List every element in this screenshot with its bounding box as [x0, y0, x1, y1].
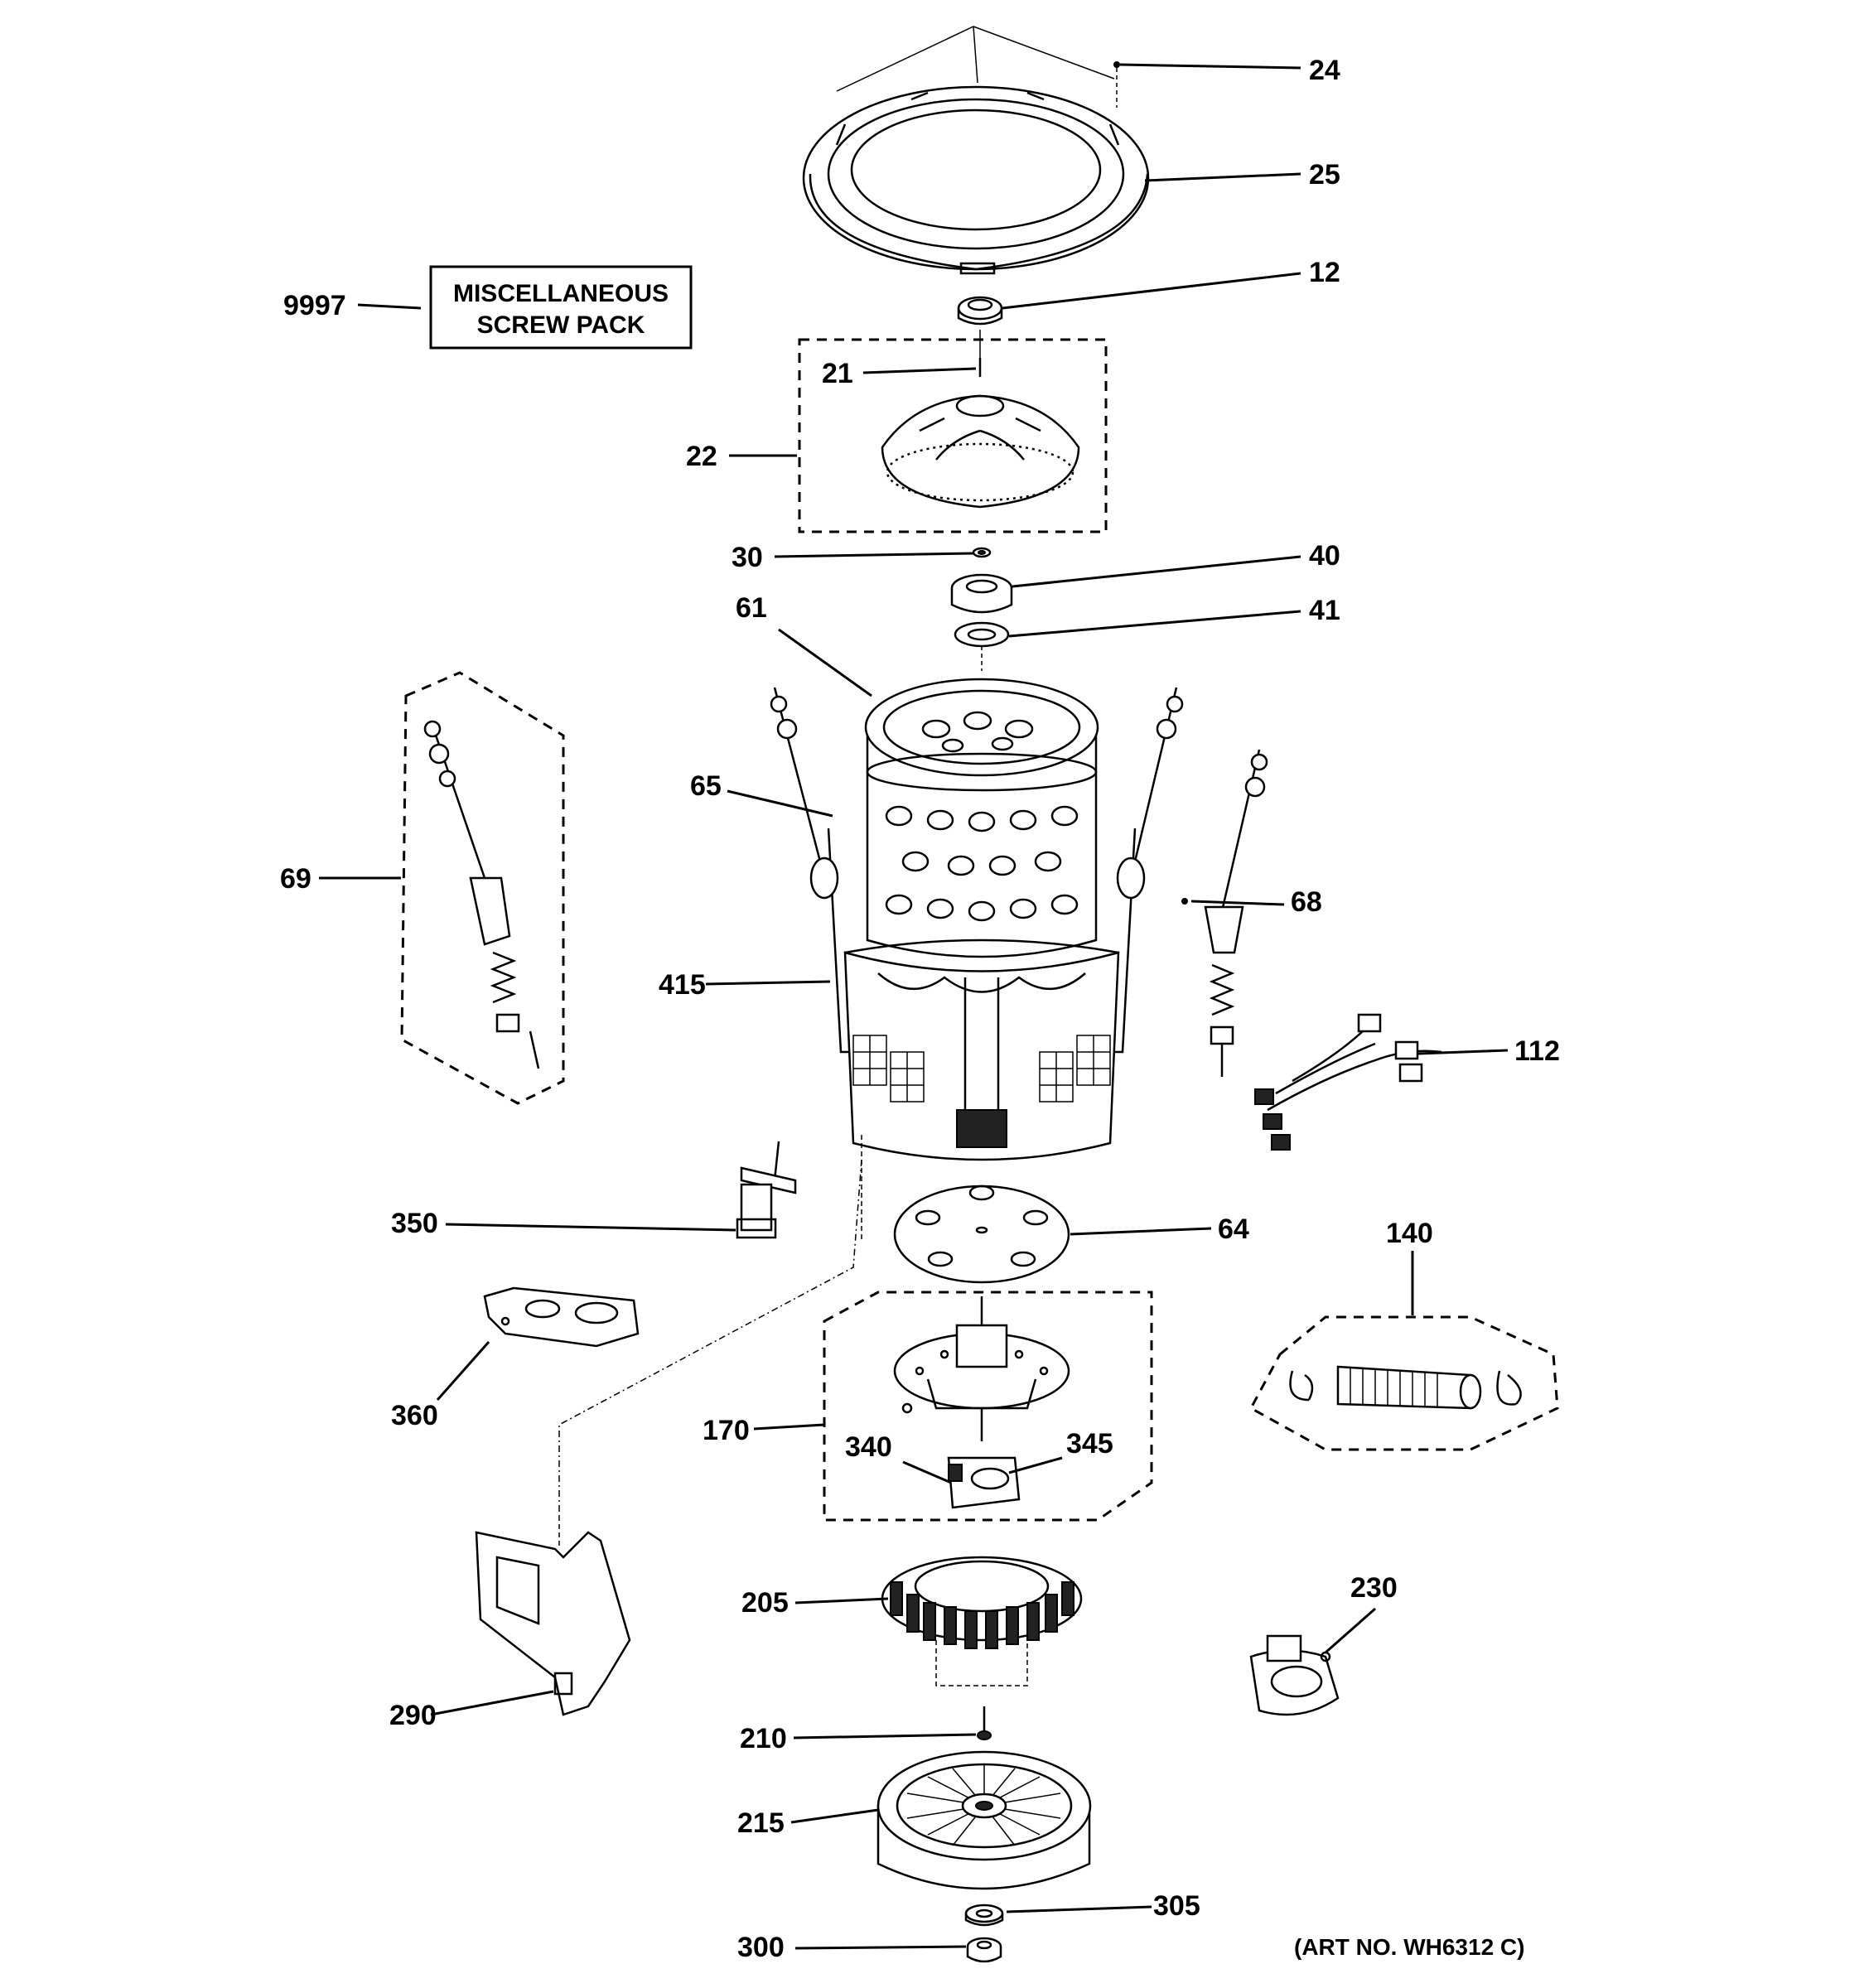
bracket-360-part: [483, 1286, 640, 1348]
wire-harness-112-part: [1254, 1013, 1442, 1151]
hose-kit-140: [1248, 1315, 1559, 1451]
label-65: 65: [690, 770, 722, 802]
label-61: 61: [736, 592, 767, 624]
bolt-210-part: [977, 1706, 992, 1740]
label-40: 40: [1309, 540, 1340, 572]
label-215: 215: [737, 1807, 785, 1839]
art-number: (ART NO. WH6312 C): [1294, 1934, 1524, 1960]
label-9997: 9997: [283, 290, 346, 321]
label-21: 21: [822, 358, 853, 389]
label-340: 340: [845, 1431, 892, 1463]
label-170: 170: [703, 1415, 750, 1446]
part-labels: 24 25 12 9997 21 22 30 40 41 61 65 68 69…: [280, 55, 1560, 1963]
label-64: 64: [1218, 1214, 1249, 1245]
label-230: 230: [1350, 1572, 1398, 1604]
rotor-215-part: [876, 1750, 1092, 1890]
label-68: 68: [1291, 886, 1322, 918]
outer-tub-415-part: [827, 828, 1137, 1161]
pump-230-part: [1249, 1634, 1340, 1716]
nut-300-part: [966, 1937, 1002, 1963]
suspension-rod-kit-69: [400, 671, 565, 1105]
tub-cover-part: [802, 26, 1150, 275]
label-25: 25: [1309, 159, 1340, 191]
label-112: 112: [1514, 1035, 1560, 1067]
pulsator-assembly-22: [798, 330, 1108, 533]
wash-basket-61-part: [864, 678, 1099, 958]
suspension-rod-right-part: [1204, 749, 1268, 1077]
screw-24-part: [1113, 61, 1120, 108]
label-41: 41: [1309, 595, 1340, 626]
misc-screw-pack-box: MISCELLANEOUS SCREW PACK: [429, 265, 693, 350]
label-290: 290: [389, 1700, 437, 1731]
nut-40-part: [950, 573, 1013, 614]
label-345: 345: [1066, 1428, 1113, 1460]
label-69: 69: [280, 863, 311, 895]
label-24: 24: [1309, 55, 1340, 86]
drive-assembly-170: [823, 1291, 1153, 1522]
base-plate-64-part: [861, 1135, 1070, 1284]
misc-box-line2: SCREW PACK: [477, 311, 645, 339]
label-30: 30: [732, 542, 763, 573]
label-360: 360: [391, 1400, 438, 1431]
suspension-rod-65-part: [770, 687, 839, 900]
label-300: 300: [737, 1932, 785, 1963]
label-205: 205: [741, 1587, 789, 1619]
bracket-290-part: [475, 1516, 631, 1716]
label-12: 12: [1309, 257, 1340, 288]
leader-lines: [319, 63, 1509, 1950]
washer-305-part: [964, 1904, 1004, 1927]
label-210: 210: [740, 1723, 787, 1754]
cap-12-part: [957, 296, 1003, 326]
label-140: 140: [1386, 1218, 1433, 1249]
hall-sensor-340-part: [947, 1456, 1021, 1509]
label-415: 415: [659, 969, 706, 1001]
washer-41-part: [954, 621, 1010, 671]
sensor-350-part: [736, 1141, 797, 1239]
label-22: 22: [686, 441, 717, 472]
label-305: 305: [1153, 1890, 1200, 1922]
washer-30-part: [972, 547, 992, 558]
suspension-rod-68-part: [1116, 687, 1188, 905]
misc-box-line1: MISCELLANEOUS: [453, 280, 669, 307]
label-350: 350: [391, 1208, 438, 1239]
stator-205-part: [881, 1556, 1083, 1686]
